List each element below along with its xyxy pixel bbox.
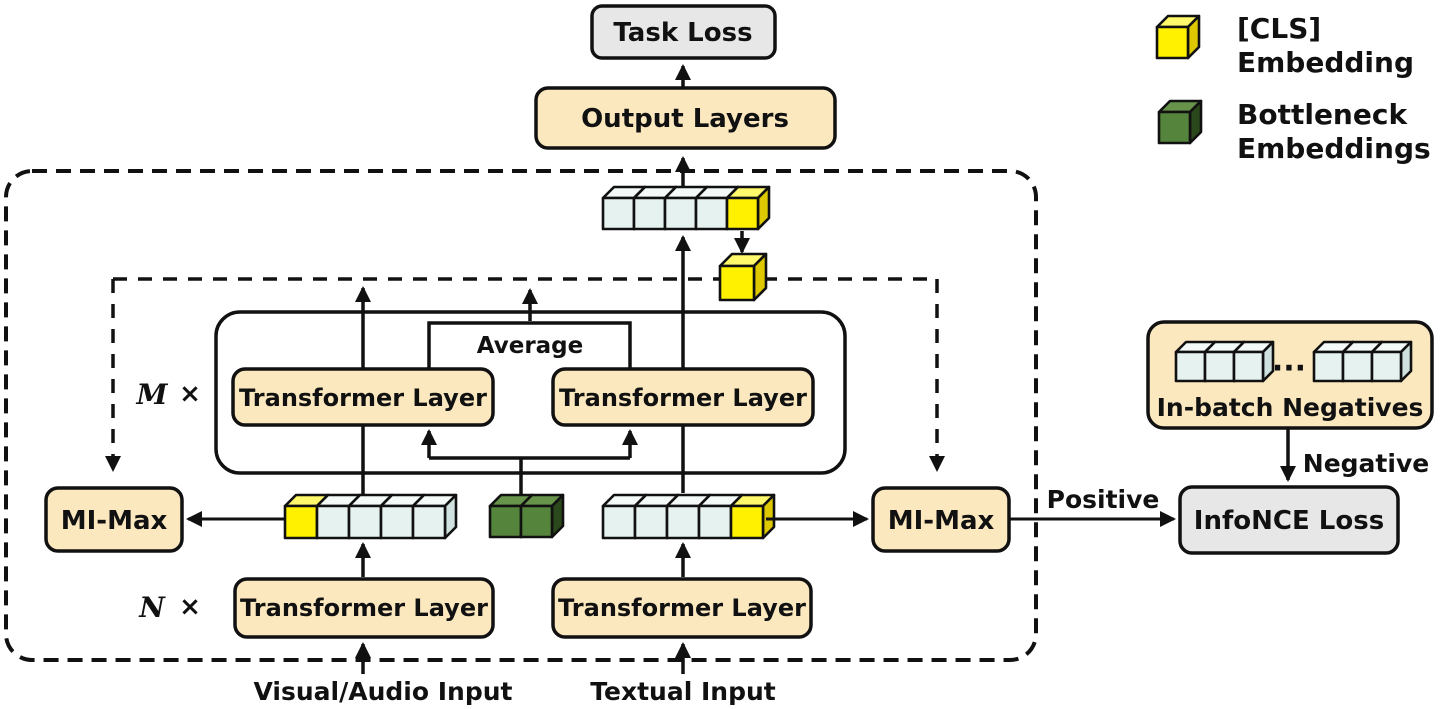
- cube-face: [488, 504, 523, 539]
- m-times-sign: ×: [179, 379, 201, 409]
- cube-face: [601, 504, 637, 540]
- lower-transformer-textual-box: [551, 577, 813, 639]
- mi-max-dashed-path: [105, 277, 945, 472]
- cube-face: [725, 196, 760, 231]
- negative-token-row-1: [1174, 340, 1275, 383]
- negative-label: Negative: [1303, 449, 1429, 478]
- cube-face: [632, 196, 667, 231]
- textual-token-row: [601, 493, 776, 540]
- cube-face: [729, 504, 765, 540]
- infonce-loss-node: InfoNCE Loss: [1178, 485, 1400, 555]
- infonce-loss-label: InfoNCE Loss: [1194, 506, 1384, 536]
- cube-face: [379, 504, 415, 540]
- cube-face: [1232, 350, 1265, 383]
- legend-bottleneck-line2: Embeddings: [1237, 132, 1431, 165]
- mi-max-left-box: [44, 486, 184, 553]
- bottleneck-embedding-legend-icon: [1157, 99, 1203, 145]
- cube-face: [1341, 350, 1374, 383]
- upper-transformer-visual-label: Transformer Layer: [239, 384, 487, 412]
- visual-token-row: [283, 493, 458, 540]
- legend-bottleneck-line1: Bottleneck: [1237, 98, 1408, 131]
- cube-face: [519, 504, 554, 539]
- cube-face: [283, 504, 319, 540]
- flow-arrows: [186, 64, 1296, 674]
- n-times-sign: ×: [179, 592, 201, 622]
- cube-face: [694, 196, 729, 231]
- output-layers-box: [534, 86, 837, 150]
- cube-face: [1370, 350, 1403, 383]
- legend-cls-line1: [CLS]: [1237, 12, 1321, 45]
- negative-token-row-2: [1312, 340, 1413, 383]
- bottleneck-embedding-cubes: [488, 493, 565, 539]
- extracted-cls-cube: [718, 252, 768, 302]
- cube-face: [601, 196, 636, 231]
- cube-face: [347, 504, 383, 540]
- textual-input-label: Textual Input: [590, 677, 775, 706]
- average-label: Average: [477, 333, 584, 359]
- cube-face: [1157, 110, 1192, 145]
- upper-transformer-layer-visual: Transformer Layer: [231, 367, 495, 427]
- cube-face: [633, 504, 669, 540]
- upper-transformer-layer-textual: Transformer Layer: [551, 367, 815, 427]
- legend: [CLS] Embedding Bottleneck Embeddings: [1155, 12, 1431, 165]
- mi-max-right-box: [871, 486, 1011, 553]
- cube-face: [697, 504, 733, 540]
- n-times-label: N: [138, 591, 166, 624]
- cube-face: [1174, 350, 1207, 383]
- cube-face: [1312, 350, 1345, 383]
- in-batch-negatives-node: ··· In-batch Negatives: [1146, 320, 1434, 430]
- task-loss-node: Task Loss: [590, 4, 777, 60]
- mi-max-right-node: MI-Max: [871, 486, 1011, 553]
- cube-face: [663, 196, 698, 231]
- mi-max-left-node: MI-Max: [44, 486, 184, 553]
- m-times-label: M: [136, 378, 169, 411]
- cube-face: [411, 504, 447, 540]
- in-batch-negatives-label: In-batch Negatives: [1157, 393, 1424, 422]
- average-bracket: [427, 321, 632, 369]
- cls-embedding-legend-icon: [1155, 14, 1201, 60]
- cube-face: [1203, 350, 1236, 383]
- legend-cls-line2: Embedding: [1237, 46, 1414, 79]
- lower-transformer-layer-visual: Transformer Layer: [233, 577, 495, 639]
- task-loss-box: [590, 4, 777, 60]
- output-layers-node: Output Layers: [534, 86, 837, 150]
- lower-transformer-layer-textual: Transformer Layer: [551, 577, 813, 639]
- infonce-loss-box: [1178, 485, 1400, 555]
- upper-transformer-textual-label: Transformer Layer: [559, 384, 807, 412]
- task-loss-label: Task Loss: [613, 18, 752, 48]
- visual-audio-input-label: Visual/Audio Input: [254, 677, 513, 706]
- upper-transformer-visual-box: [231, 367, 495, 427]
- cube-face: [665, 504, 701, 540]
- cube-face: [315, 504, 351, 540]
- output-layers-label: Output Layers: [581, 104, 789, 134]
- lower-transformer-visual-box: [233, 577, 495, 639]
- positive-label: Positive: [1047, 485, 1160, 514]
- upper-transformer-textual-box: [551, 367, 815, 427]
- pretraining-dashed-boundary: [4, 169, 1038, 662]
- mi-max-left-label: MI-Max: [61, 506, 168, 536]
- cube-face: [718, 264, 756, 302]
- negatives-ellipsis: ···: [1272, 351, 1306, 386]
- mi-max-right-label: MI-Max: [888, 506, 995, 536]
- cube-face: [1155, 25, 1190, 60]
- lower-transformer-textual-label: Transformer Layer: [558, 594, 806, 622]
- output-token-row: [601, 185, 771, 231]
- lower-transformer-visual-label: Transformer Layer: [240, 594, 488, 622]
